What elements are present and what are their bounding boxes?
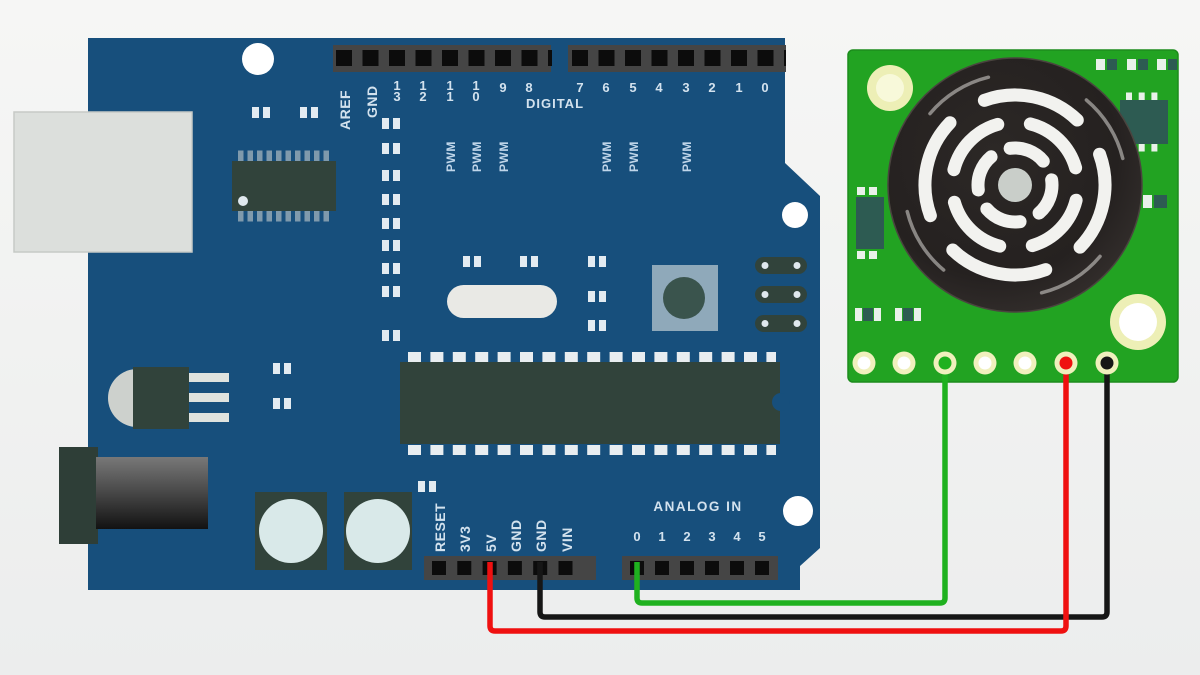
power-label-3v3: 3V3 <box>457 525 473 552</box>
pin-label-13: 13 <box>393 78 401 104</box>
pin-label-12: 12 <box>419 78 427 104</box>
power-label-gnd2: GND <box>533 519 549 552</box>
pin-label-aref: AREF <box>337 89 353 130</box>
pin-label-gnd-top: GND <box>364 85 380 118</box>
power-label-gnd1: GND <box>508 519 524 552</box>
sensor-pins <box>852 351 1119 375</box>
pin-label-10: 10 <box>472 78 480 104</box>
pin-label-5: 5 <box>629 80 637 95</box>
power-label-reset: RESET <box>432 502 448 552</box>
power-jack <box>59 447 208 544</box>
mounting-hole <box>783 496 813 526</box>
black-wire-gnd-to-sensor <box>537 363 1110 620</box>
analog-label-4: 4 <box>733 529 741 544</box>
reset-button <box>652 265 718 331</box>
pin-label-9: 9 <box>499 80 507 95</box>
digital-section-label: DIGITAL <box>525 96 585 111</box>
pin-label-3: 3 <box>682 80 690 95</box>
icsp-header <box>755 257 807 332</box>
microcontroller-chip <box>400 352 790 455</box>
pin-label-11: 11 <box>446 78 454 104</box>
analog-label-5: 5 <box>758 529 766 544</box>
green-wire-a0-to-sensor <box>634 363 948 606</box>
usb-interface-chip <box>232 150 336 222</box>
pwm-label: PWM <box>497 141 511 172</box>
sensor-mounting-hole <box>876 74 904 102</box>
pwm-label: PWM <box>470 141 484 172</box>
pin-label-4: 4 <box>655 80 663 95</box>
sensor-smd-components <box>855 59 1177 321</box>
pwm-label: PWM <box>444 141 458 172</box>
ultrasonic-transducer <box>887 57 1143 313</box>
capacitors <box>255 492 412 570</box>
pin-label-6: 6 <box>602 80 610 95</box>
power-header <box>424 556 596 580</box>
analog-label-3: 3 <box>708 529 716 544</box>
pin-label-2: 2 <box>708 80 716 95</box>
mounting-hole <box>782 202 808 228</box>
arduino-board <box>13 38 820 590</box>
analog-in-section-label: ANALOG IN <box>653 499 743 514</box>
pwm-label: PWM <box>680 141 694 172</box>
voltage-regulator <box>108 367 229 429</box>
pin-label-0: 0 <box>761 80 769 95</box>
digital-header <box>333 45 786 72</box>
analog-label-1: 1 <box>658 529 666 544</box>
pin-label-8: 8 <box>525 80 533 95</box>
red-wire-5v-to-sensor <box>487 363 1069 634</box>
power-label-5v: 5V <box>483 533 499 552</box>
pin-label-7: 7 <box>576 80 584 95</box>
pwm-label: PWM <box>627 141 641 172</box>
ultrasonic-sensor-board <box>847 49 1179 383</box>
pwm-label: PWM <box>600 141 614 172</box>
mounting-hole <box>242 43 274 75</box>
usb-connector <box>13 111 193 253</box>
pin-label-1: 1 <box>735 80 743 95</box>
power-label-vin: VIN <box>559 527 575 552</box>
analog-label-0: 0 <box>633 529 641 544</box>
crystal-oscillator <box>447 285 557 318</box>
analog-label-2: 2 <box>683 529 691 544</box>
wires <box>487 363 1110 634</box>
analog-header <box>622 556 778 580</box>
sensor-mounting-hole <box>1119 303 1157 341</box>
